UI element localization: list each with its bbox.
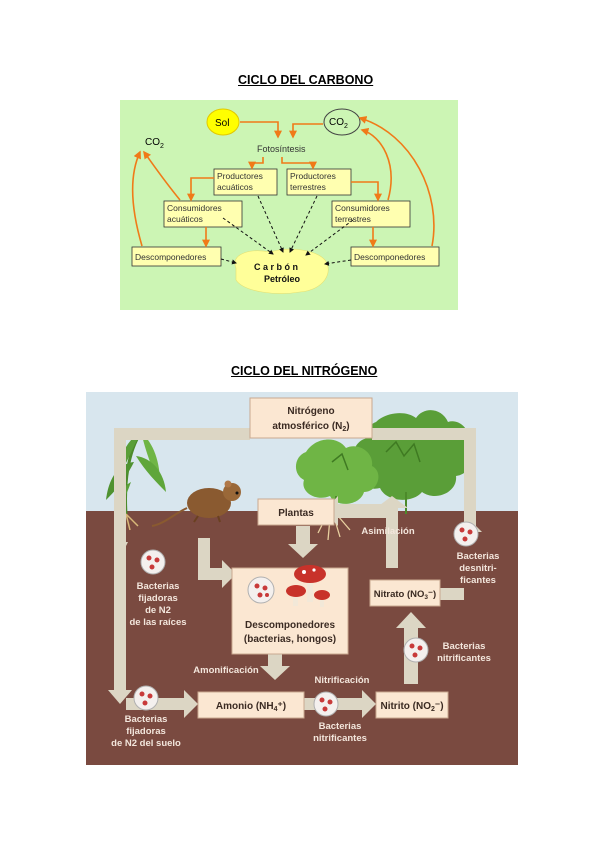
nitrato-box: Nitrato (NO3⁻) <box>369 579 441 607</box>
desnitrificantes-label-2: desnitri- <box>459 563 496 574</box>
productores-acuaticos-box: Productores acuáticos <box>213 168 278 196</box>
descomponedores-left-box: Descomponedores <box>131 246 222 267</box>
svg-text:Nitrógeno: Nitrógeno <box>287 406 334 417</box>
svg-text:terrestres: terrestres <box>290 182 326 192</box>
svg-text:Descomponedores: Descomponedores <box>245 620 335 631</box>
desnitrificantes-label-3: ficantes <box>460 575 496 586</box>
fijadoras-raices-label-1: Bacterias <box>137 581 180 592</box>
sol-label: Sol <box>215 118 229 129</box>
svg-text:(bacterias, hongos): (bacterias, hongos) <box>244 634 336 645</box>
carbon-cycle-diagram: Sol CO2 CO2 Fotosíntesis Productores acu… <box>120 100 458 310</box>
svg-text:Productores: Productores <box>290 171 336 181</box>
bacteria-raices-icon <box>140 549 166 575</box>
nitrogeno-atmosferico-box: Nitrógeno atmosférico (N2) <box>249 397 373 439</box>
svg-text:Consumidores: Consumidores <box>167 203 222 213</box>
fijadoras-suelo-label-2: fijadoras <box>126 726 166 737</box>
bacteria-nitrificantes-bottom-icon <box>313 691 339 717</box>
svg-text:acuáticos: acuáticos <box>167 214 203 224</box>
fijadoras-raices-label-2: fijadoras <box>138 593 178 604</box>
petroleo-label: Petróleo <box>264 274 301 284</box>
nitrogen-cycle-diagram: Nitrógeno atmosférico (N2) Plantas Desco… <box>86 392 518 765</box>
svg-text:Plantas: Plantas <box>278 508 314 519</box>
fotosintesis-label: Fotosíntesis <box>257 144 306 154</box>
svg-text:Descomponedores: Descomponedores <box>135 252 206 262</box>
svg-text:acuáticos: acuáticos <box>217 182 253 192</box>
nitrificacion-label: Nitrificación <box>315 675 370 686</box>
consumidores-terrestres-box: Consumidores terrestres <box>331 200 411 228</box>
fijadoras-raices-label-3: de N2 <box>145 605 171 616</box>
co2-left-label: CO2 <box>145 137 164 150</box>
nitrogen-cycle-title: CICLO DEL NITRÓGENO <box>231 364 378 378</box>
fijadoras-suelo-label-1: Bacterias <box>125 714 168 725</box>
nitrificantes-bottom-label-2: nitrificantes <box>313 733 367 744</box>
nitrificantes-right-label-2: nitrificantes <box>437 653 491 664</box>
asimilacion-label: Asimilación <box>361 526 415 537</box>
carbon-dashed-arrows <box>220 195 354 266</box>
carbon-cycle-title: CICLO DEL CARBONO <box>238 73 374 87</box>
descomponedores-box: Descomponedores (bacterias, hongos) <box>231 565 349 655</box>
fijadoras-raices-label-4: de las raíces <box>129 617 186 628</box>
co2-right-label: CO2 <box>329 117 348 130</box>
carbon-label: C a r b ó n <box>254 262 298 272</box>
bacteria-icon <box>247 576 275 604</box>
nitrificantes-right-label-1: Bacterias <box>443 641 486 652</box>
rodent-illustration <box>151 480 241 527</box>
svg-text:Consumidores: Consumidores <box>335 203 390 213</box>
bacteria-nitrificantes-right-icon <box>403 637 429 663</box>
consumidores-acuaticos-box: Consumidores acuáticos <box>163 200 243 228</box>
mushroom-icon <box>286 565 330 607</box>
svg-text:Descomponedores: Descomponedores <box>354 252 425 262</box>
carbon-petroleo-blob <box>234 248 329 294</box>
desnitrificantes-label-1: Bacterias <box>457 551 500 562</box>
plantas-box: Plantas <box>257 498 335 526</box>
svg-text:Amonio (NH4⁺): Amonio (NH4⁺) <box>216 701 286 713</box>
fijadoras-suelo-label-3: de N2 del suelo <box>111 738 181 749</box>
amonificacion-label: Amonificación <box>193 665 259 676</box>
carbon-orange-arrows <box>131 116 435 248</box>
nitrito-box: Nitrito (NO2⁻) <box>375 691 449 719</box>
svg-text:Productores: Productores <box>217 171 263 181</box>
sun-icon <box>206 108 240 136</box>
svg-text:Nitrato (NO3⁻): Nitrato (NO3⁻) <box>374 589 436 601</box>
svg-text:terrestres: terrestres <box>335 214 371 224</box>
descomponedores-right-box: Descomponedores <box>350 246 440 267</box>
svg-text:Nitrito (NO2⁻): Nitrito (NO2⁻) <box>380 701 443 713</box>
svg-text:atmosférico (N2): atmosférico (N2) <box>272 421 349 433</box>
bacteria-suelo-icon <box>133 685 159 711</box>
nitrificantes-bottom-label-1: Bacterias <box>319 721 362 732</box>
amonio-box: Amonio (NH4⁺) <box>197 691 305 719</box>
productores-terrestres-box: Productores terrestres <box>286 168 352 196</box>
bacteria-desnitrificantes-icon <box>453 521 479 547</box>
